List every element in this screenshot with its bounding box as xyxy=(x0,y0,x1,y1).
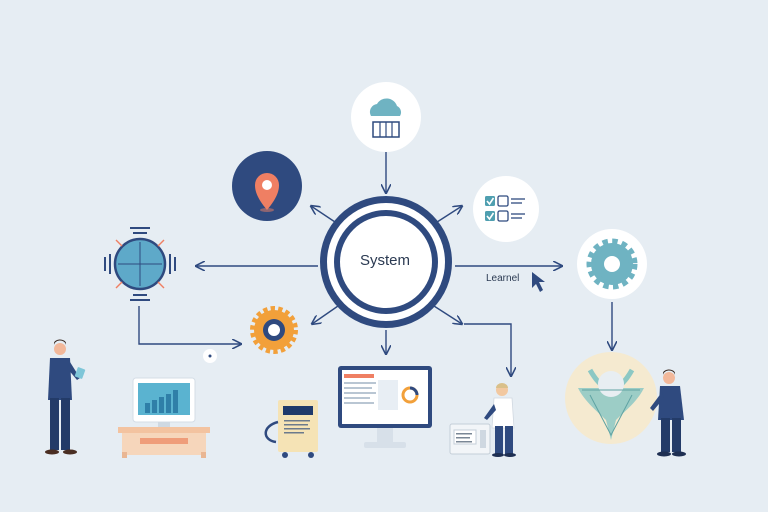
connectors xyxy=(138,150,612,376)
center-node-label: System xyxy=(359,252,410,269)
cursor-icon xyxy=(532,272,545,292)
person-right xyxy=(650,369,686,457)
monitor-chart-icon xyxy=(132,377,196,427)
printer-icon xyxy=(449,423,491,455)
dashboard-monitor xyxy=(338,366,432,448)
teal-gear-node[interactable] xyxy=(577,229,647,299)
connector-lower-left xyxy=(312,305,339,324)
fan-medallion xyxy=(565,352,657,444)
fan-icon xyxy=(578,368,644,440)
orange-gear-icon xyxy=(250,306,298,354)
idea-card-stand xyxy=(264,400,318,458)
location-pin-node[interactable] xyxy=(232,151,302,221)
center-node[interactable] xyxy=(320,196,452,328)
location-pin-icon xyxy=(255,173,279,212)
small-bubble xyxy=(203,349,217,363)
connector-sensor-to-gear xyxy=(138,306,241,344)
monitor-chart-workstation xyxy=(118,377,210,458)
dashboard-monitor-icon xyxy=(338,366,432,448)
printer-machine xyxy=(449,423,491,455)
target-sensor-node[interactable] xyxy=(104,227,176,301)
side-label: Learnel xyxy=(486,273,520,284)
idea-card-label: IDEA xyxy=(290,407,306,413)
orange-gear-node[interactable] xyxy=(250,306,298,354)
connector-lower-right xyxy=(433,305,462,324)
connector-upper-right xyxy=(433,206,462,225)
cloud-basket-node[interactable] xyxy=(351,82,421,152)
target-sensor-icon xyxy=(104,227,176,301)
person-left xyxy=(45,339,86,455)
checklist-icon xyxy=(485,195,525,222)
person-middle xyxy=(484,383,516,457)
teal-gear-icon xyxy=(586,238,638,290)
cloud-basket-icon xyxy=(369,98,402,138)
connector-to-printer xyxy=(464,323,511,376)
checklist-node[interactable] xyxy=(473,176,539,242)
connector-upper-left xyxy=(311,206,339,225)
